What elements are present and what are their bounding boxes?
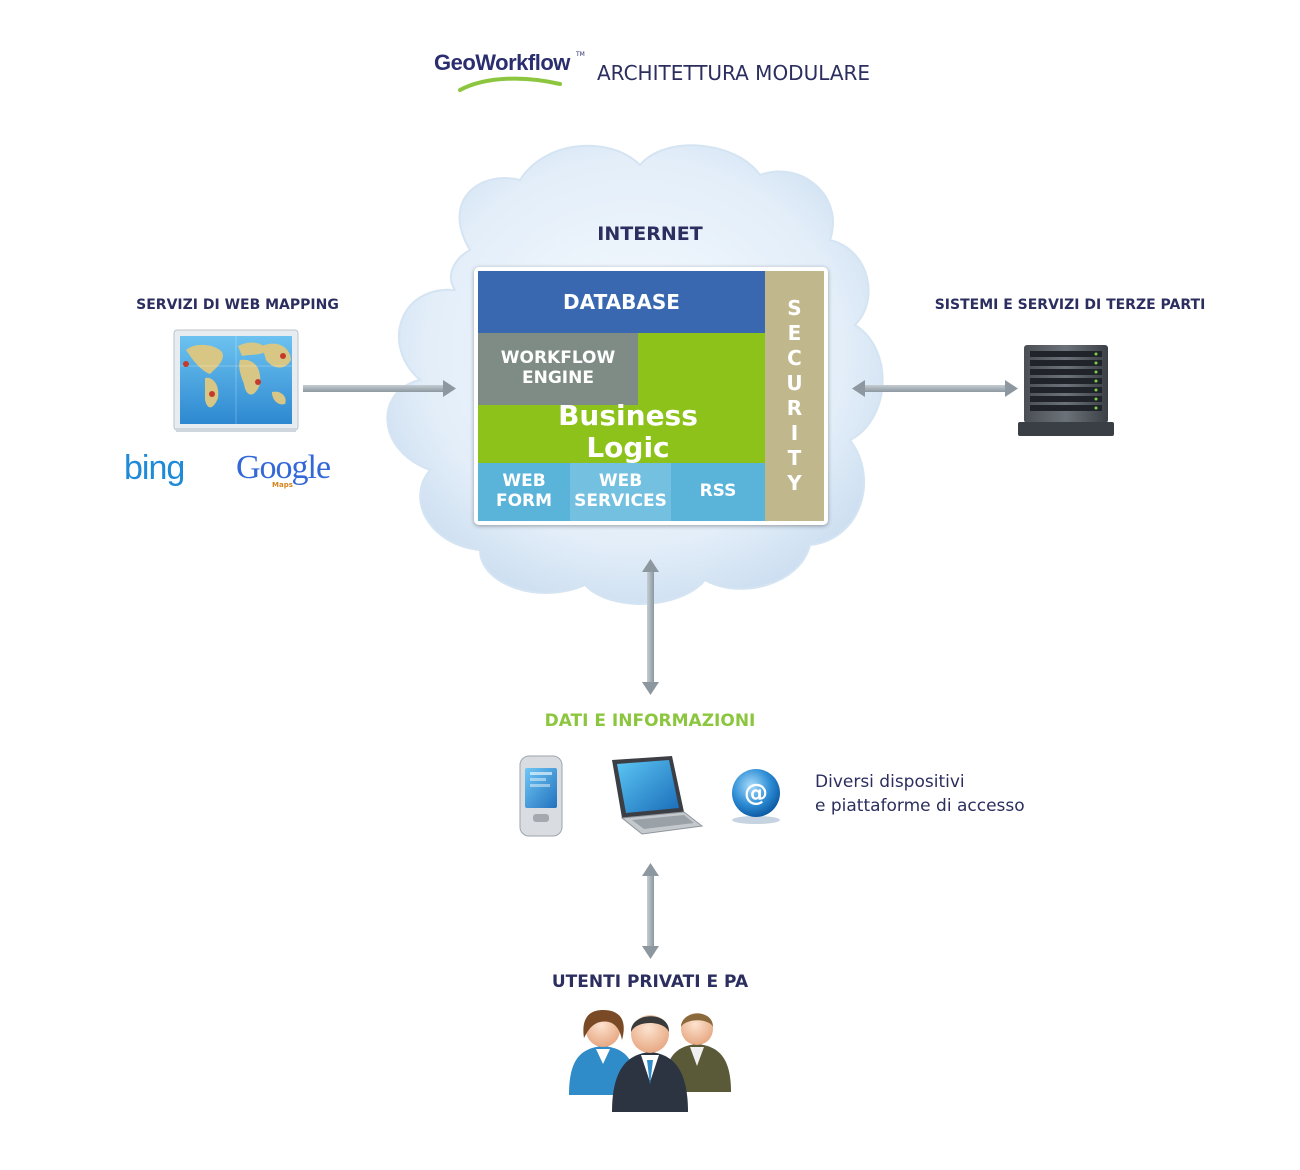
email-at-icon: @ xyxy=(732,769,780,824)
at-symbol: @ xyxy=(744,779,768,807)
rss-block: RSS xyxy=(671,463,765,521)
business-logic-label: Business Logic xyxy=(558,398,698,464)
google-maps-logo: Google Maps xyxy=(236,449,346,493)
web-form-block: WEB FORM xyxy=(478,463,570,521)
devices-text-line2: e piattaforme di accesso xyxy=(815,796,1025,816)
arrow-map-to-core xyxy=(303,380,456,397)
bing-logo: bing xyxy=(124,449,185,488)
security-label: SECURITY xyxy=(786,296,803,495)
internet-label: INTERNET xyxy=(597,223,703,245)
google-text: Google xyxy=(236,449,331,486)
bing-text: bing xyxy=(124,449,185,487)
arrow-core-thirdparty xyxy=(852,380,1018,397)
users-title: UTENTI PRIVATI E PA xyxy=(551,972,749,992)
google-maps-subtext: Maps xyxy=(272,481,293,489)
smartphone-icon xyxy=(519,755,563,837)
page-title: ARCHITETTURA MODULARE xyxy=(597,61,871,85)
server-rack-icon xyxy=(1018,345,1114,436)
world-map-icon xyxy=(173,329,299,432)
logo-tm: TM xyxy=(576,51,585,58)
users-group-icon xyxy=(569,1010,731,1112)
web-mapping-title: SERVIZI DI WEB MAPPING xyxy=(136,297,339,313)
security-block: SECURITY xyxy=(765,271,824,521)
logo-text: GeoWorkflow xyxy=(434,50,570,75)
geoworkflow-logo: GeoWorkflow TM xyxy=(434,50,585,96)
data-info-title: DATI E INFORMAZIONI xyxy=(544,711,756,731)
workflow-engine-block: WORKFLOW ENGINE xyxy=(478,333,638,405)
web-services-block: WEB SERVICES xyxy=(570,463,671,521)
database-block: DATABASE xyxy=(478,271,765,333)
third-party-title: SISTEMI E SERVIZI DI TERZE PARTI xyxy=(934,297,1206,313)
devices-text-line1: Diversi dispositivi xyxy=(815,772,965,792)
devices-description: Diversi dispositivi e piattaforme di acc… xyxy=(815,770,1075,818)
architecture-box: DATABASE WORKFLOW ENGINE Business Logic … xyxy=(474,267,828,525)
laptop-icon xyxy=(612,756,704,835)
arrow-devices-users xyxy=(642,863,659,959)
header: GeoWorkflow TM ARCHITETTURA MODULARE xyxy=(430,50,900,100)
arrow-core-data xyxy=(642,559,659,695)
logo-swoosh xyxy=(458,76,562,92)
